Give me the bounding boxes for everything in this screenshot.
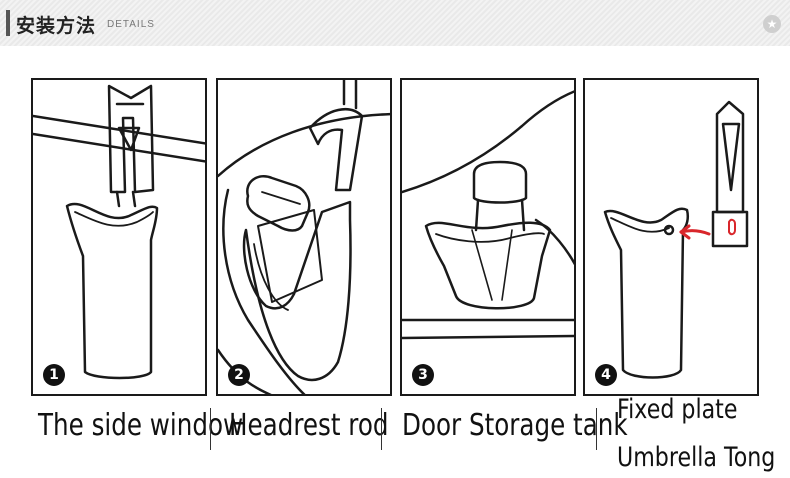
caption-divider	[210, 408, 211, 450]
header-title: 安装方法	[16, 15, 97, 37]
side-window-illustration	[33, 84, 205, 380]
step-number-2: 2	[228, 364, 250, 386]
caption-step-2: Headrest rod	[229, 408, 389, 443]
caption-step-1: The side window	[38, 408, 244, 443]
header-subtitle: DETAILS	[107, 19, 155, 30]
star-icon: ★	[763, 15, 781, 33]
step-1-panel: 1	[31, 78, 207, 396]
caption-divider	[596, 408, 597, 450]
step-number-1: 1	[43, 364, 65, 386]
step-2-panel: 2	[216, 78, 392, 396]
step-number-4: 4	[595, 364, 617, 386]
caption-step-4-line1: Fixed plate	[617, 394, 738, 425]
headrest-rod-illustration	[218, 80, 390, 394]
caption-step-3: Door Storage tank	[402, 408, 628, 443]
step-4-panel: 4	[583, 78, 759, 396]
door-storage-illustration	[402, 90, 574, 340]
caption-step-4-line2: Umbrella Tong	[617, 442, 776, 473]
step-3-panel: 3	[400, 78, 576, 396]
section-header: 安装方法 DETAILS ★	[0, 0, 790, 46]
fixed-plate-illustration	[603, 100, 749, 379]
caption-divider	[381, 408, 382, 450]
step-number-3: 3	[412, 364, 434, 386]
header-accent-bar	[6, 10, 10, 36]
